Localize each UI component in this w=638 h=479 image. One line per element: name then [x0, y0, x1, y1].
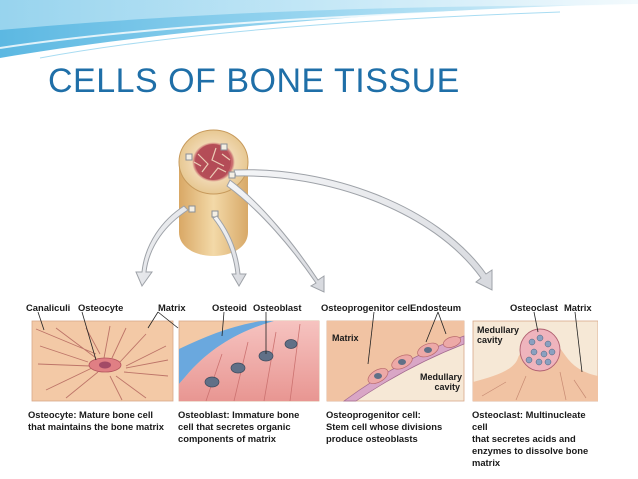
label-matrix-4: Matrix — [564, 302, 592, 313]
osteocyte-panel-image — [31, 320, 174, 402]
label-osteocyte: Osteocyte — [78, 302, 124, 313]
inner-label-cavity-3: cavity — [434, 382, 460, 392]
figure-drawing — [31, 129, 598, 402]
label-matrix-1: Matrix — [158, 302, 186, 313]
label-endosteum: Endosteum — [410, 302, 462, 313]
label-osteoprogenitor-cell: Osteoprogenitor cell — [321, 302, 413, 313]
slide-title: CELLS OF BONE TISSUE — [48, 62, 460, 100]
osteoclast-panel-image — [472, 320, 598, 402]
label-osteoid: Osteoid — [212, 302, 247, 313]
caption-line: matrix — [472, 457, 501, 468]
label-osteoblast: Osteoblast — [253, 302, 302, 313]
caption-line: Stem cell whose divisions — [326, 421, 443, 432]
inner-label-cavity-4: cavity — [477, 335, 503, 345]
inner-label-medullary-4: Medullary — [477, 325, 520, 335]
caption-line: Osteoclast: Multinucleate cell — [472, 409, 586, 432]
inner-label-matrix-3: Matrix — [332, 333, 359, 343]
caption-osteoclast: Osteoclast: Multinucleate cell that secr… — [472, 409, 598, 469]
bone-cells-figure: Canaliculi Osteocyte Matrix Osteoid Oste… — [26, 114, 598, 476]
caption-line: Osteoprogenitor cell: — [326, 409, 421, 420]
label-osteoclast: Osteoclast — [510, 302, 558, 313]
caption-line: produce osteoblasts — [326, 433, 418, 444]
caption-line: components of matrix — [178, 433, 276, 444]
caption-line: that secretes acids and — [472, 433, 576, 444]
caption-line: cell that secretes organic — [178, 421, 291, 432]
caption-line: enzymes to dissolve bone — [472, 445, 589, 456]
caption-osteocyte: Osteocyte: Mature bone cell that maintai… — [28, 409, 170, 433]
caption-osteoblast: Osteoblast: Immature bone cell that secr… — [178, 409, 320, 445]
pointer-arrows — [135, 169, 493, 293]
caption-osteoprogenitor: Osteoprogenitor cell: Stem cell whose di… — [326, 409, 468, 445]
label-canaliculi: Canaliculi — [26, 302, 71, 313]
caption-line: Osteocyte: Mature bone cell — [28, 409, 154, 420]
osteoprogenitor-panel-image — [326, 320, 465, 402]
header-wave-decoration — [0, 0, 638, 59]
osteoblast-panel-image — [178, 320, 320, 402]
label-leader-lines — [37, 311, 583, 373]
caption-line: that maintains the bone matrix — [28, 421, 164, 432]
inner-label-medullary-3: Medullary — [420, 372, 463, 382]
caption-line: Osteoblast: Immature bone — [178, 409, 300, 420]
